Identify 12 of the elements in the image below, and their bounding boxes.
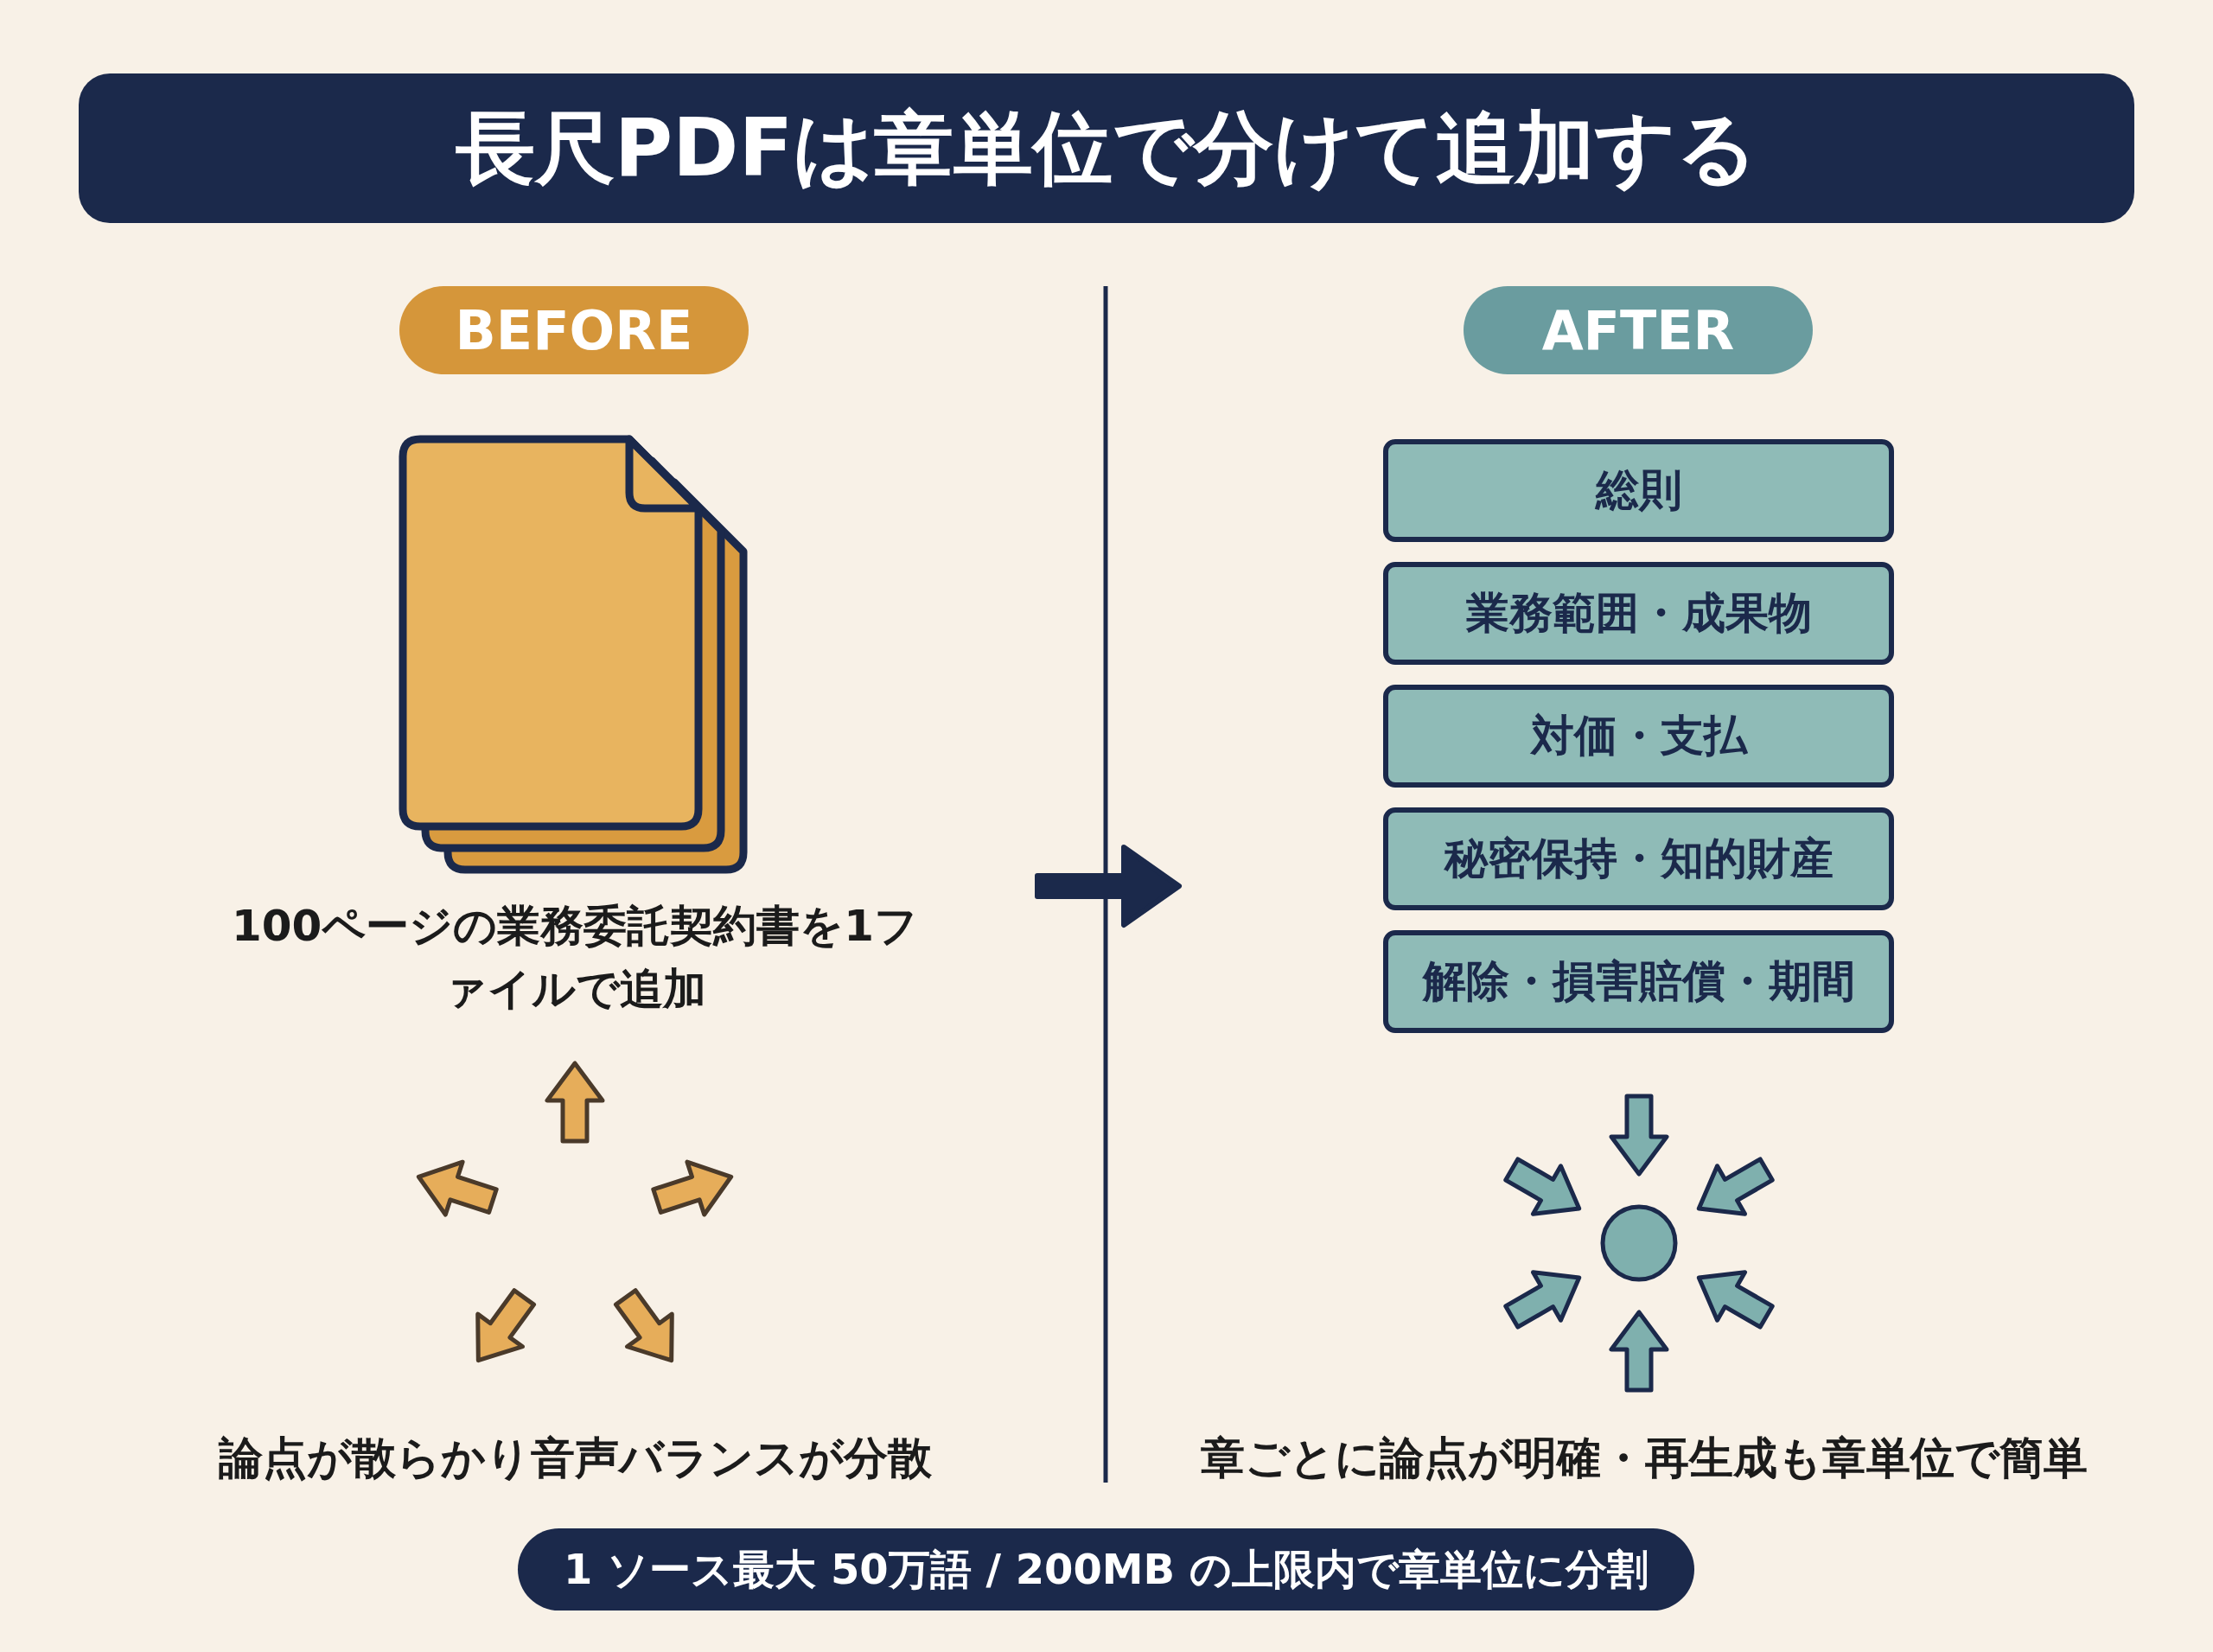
chapter-box: 業務範囲・成果物 (1383, 562, 1894, 665)
after-caption: 章ごとに論点が明確・再生成も章単位で簡単 (1200, 1432, 2089, 1485)
chapter-box: 解除・損害賠償・期間 (1383, 930, 1894, 1033)
after-badge: AFTER (1464, 286, 1813, 374)
title-banner: 長尺PDFは章単位で分けて追加する (79, 73, 2134, 223)
chapter-box: 総則 (1383, 439, 1894, 542)
before-caption: 論点が散らかり音声バランスが分散 (217, 1432, 933, 1485)
before-badge: BEFORE (399, 286, 749, 374)
chapter-box: 対価・支払 (1383, 685, 1894, 788)
file-description: 100ページの業務委託契約書を1ファイルで追加 (230, 900, 920, 1016)
limit-note-pill: 1 ソース最大 50万語 / 200MB の上限内で章単位に分割 (518, 1528, 1694, 1611)
chapter-box: 秘密保持・知的財産 (1383, 807, 1894, 910)
